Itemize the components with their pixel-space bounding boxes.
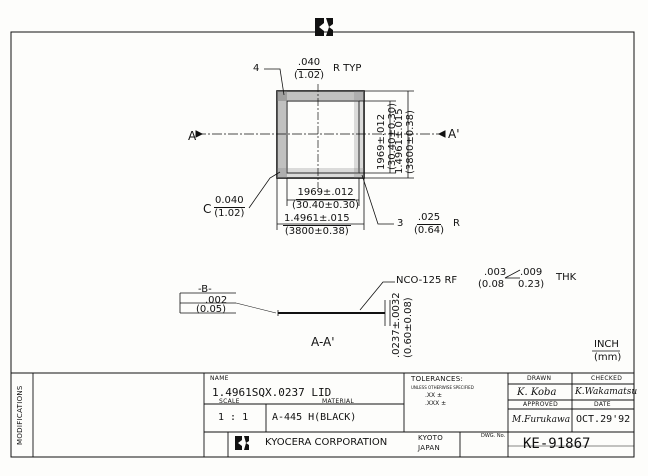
approved-label: APPROVED [523, 401, 559, 408]
thickness-suffix: THK [556, 272, 577, 283]
company-country: JAPAN [418, 444, 441, 452]
title-block-lines [11, 372, 634, 457]
inner-height-inch: 1969±.012 [376, 113, 387, 170]
outer-width-dimension: 1.4961±.015 (3800±0.38) [283, 214, 351, 237]
thickness-inch-b: .009 [520, 267, 543, 278]
thickness-mm: (0.60±0.08) [403, 297, 414, 358]
datum-tolerance-mm: (0.05) [196, 304, 227, 315]
dwg-number-label: DWG. No. [481, 433, 506, 439]
inner-radius-count: 3 [397, 218, 404, 229]
drawn-label: DRAWN [527, 375, 552, 382]
section-label-left: A [188, 129, 197, 143]
inner-radius-suffix: R [453, 218, 460, 229]
section-label-right: A' [448, 127, 460, 141]
inner-width-dimension: 1969±.012 (30.40±0.30) [292, 188, 359, 211]
vertical-dimensions [359, 90, 414, 179]
scale-label: SCALE [219, 398, 240, 405]
thickness-mm-b: 0.23) [518, 279, 545, 290]
date-label: DATE [594, 401, 611, 408]
chamfer-prefix: C [203, 202, 212, 216]
nco-note: NCO-125 RF [396, 275, 458, 286]
tolerances-line-1: .XX ± [425, 392, 443, 399]
name-value: 1.4961SQX.0237 LID [212, 386, 332, 399]
chamfer-fraction: 0.040 (1.02) [214, 196, 245, 219]
checked-label: CHECKED [591, 375, 623, 382]
outer-width-inch: 1.4961±.015 [283, 213, 351, 226]
thickness-mm-a: (0.08 [478, 279, 505, 290]
inner-width-mm: (30.40±0.30) [292, 200, 360, 211]
inner-radius-fraction: .025 (0.64) [414, 213, 444, 236]
datum-label: -B- [198, 284, 212, 295]
modifications-label: MODIFICATIONS [16, 385, 24, 445]
corner-radius-inch: .040 [296, 57, 322, 70]
datum-tolerance-inch: .002 [205, 295, 228, 306]
section-view-label: A-A' [311, 335, 335, 349]
inner-radius-mm: (0.64) [414, 225, 445, 236]
approved-signature: M.Furukawa [512, 415, 571, 425]
drawn-signature: K. Koba [517, 387, 557, 398]
kyocera-logo-top-icon [315, 18, 333, 36]
name-label: NAME [210, 375, 229, 382]
date-value: OCT.29'92 [576, 414, 631, 425]
lid-section-view [179, 281, 395, 326]
corner-radius-fraction: .040 (1.02) [294, 58, 324, 81]
units-inch: INCH [594, 339, 619, 350]
inner-width-inch: 1969±.012 [296, 187, 355, 200]
thickness-inch: .0237±.0032 [391, 292, 402, 358]
corner-radius-count: 4 [253, 63, 260, 74]
chamfer-mm: (1.02) [214, 208, 245, 219]
tolerances-label: TOLERANCES: [411, 375, 464, 383]
lid-plan-view [195, 84, 446, 188]
material-label: MATERIAL [322, 398, 355, 405]
outer-width-mm: (3800±0.38) [284, 226, 349, 237]
material-value: A-445 H(BLACK) [272, 412, 357, 423]
outer-height-mm: (3800±0.38) [405, 110, 416, 174]
company-name: KYOCERA CORPORATION [265, 437, 388, 448]
company-city: KYOTO [418, 434, 444, 442]
kyocera-logo-bottom-icon [235, 436, 249, 450]
units-mm: (mm) [594, 352, 622, 363]
tolerances-subtitle: UNLESS OTHERWISE SPECIFIED [411, 385, 474, 390]
dwg-number: KE-91867 [523, 436, 591, 452]
chamfer-inch: 0.040 [214, 195, 245, 208]
drawing-border [10, 31, 635, 458]
corner-radius-suffix: R TYP [333, 63, 362, 74]
outer-height-inch: 1.4961±.015 [394, 108, 405, 174]
scale-value: 1 : 1 [218, 412, 249, 423]
tolerances-line-2: .XXX ± [425, 400, 447, 407]
checked-signature: K.Wakamatsu [575, 387, 638, 397]
corner-radius-mm: (1.02) [294, 70, 325, 81]
horizontal-dimensions [276, 178, 365, 230]
inner-radius-inch: .025 [416, 212, 442, 225]
thickness-inch-a: .003 [484, 267, 507, 278]
